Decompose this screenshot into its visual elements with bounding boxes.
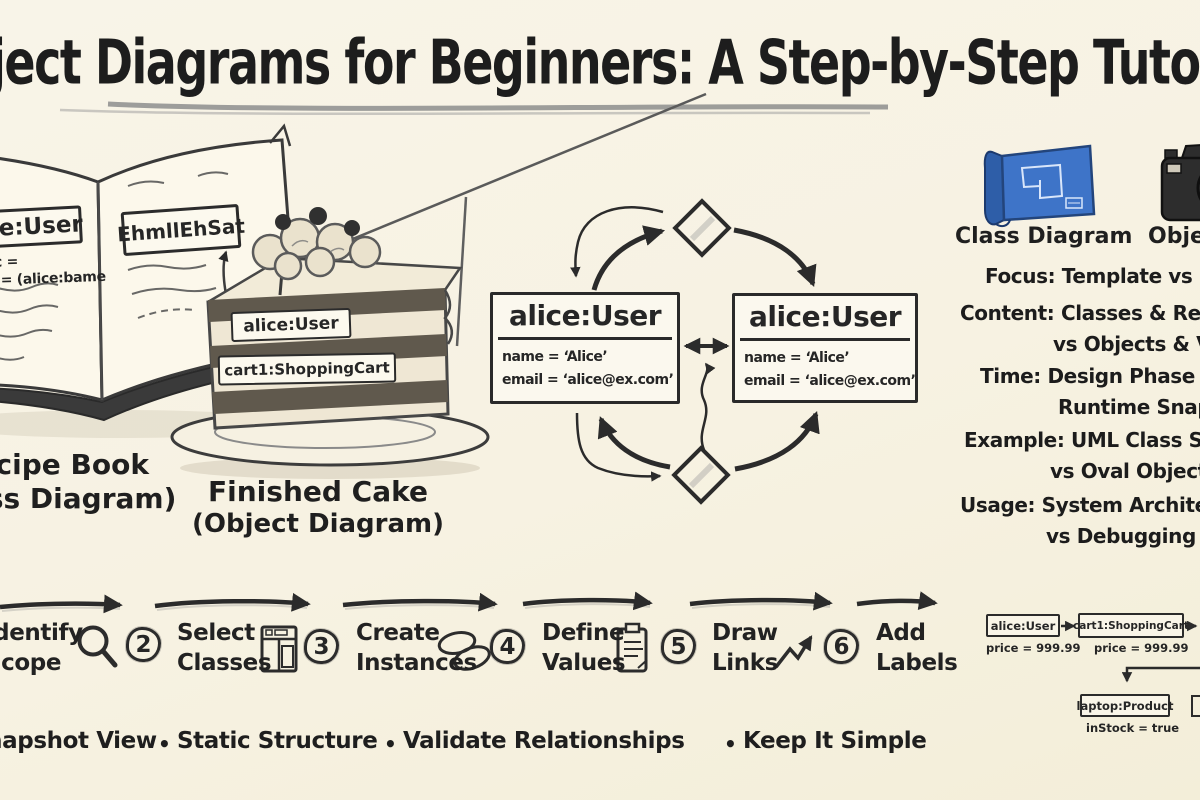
object-box-left-attr-email: email = ‘alice@ex.com’	[502, 372, 674, 388]
step3-number-badge: 3	[304, 629, 339, 664]
zigzag-arrow-icon	[774, 635, 813, 669]
window-icon	[260, 625, 298, 673]
mini-diagram-connectors	[1061, 620, 1200, 717]
blueprint-icon	[983, 144, 1096, 228]
step3-label-line1: Create	[356, 620, 440, 646]
comparison-example-line1: Example: UML Class Sy	[964, 428, 1200, 452]
step5-label-line1: Draw	[712, 620, 778, 646]
object-box-right-attr-email: email = ‘alice@ex.com’	[744, 373, 916, 389]
cake-caption-line2: (Object Diagram)	[191, 509, 445, 539]
bottom-diamond	[671, 445, 731, 505]
footer-item-keep-it-simple: Keep It Simple	[743, 728, 927, 754]
mini-box-laptop-product: laptop:Product	[1077, 694, 1173, 717]
footer-bullet-1: •	[158, 732, 171, 756]
footer-item-validate-relationships: Validate Relationships	[403, 728, 685, 754]
step6-label-line1: Add	[876, 620, 926, 646]
book-caption-line1: Recipe Book	[0, 448, 149, 481]
object-box-left: alice:User name = ‘Alice’ email = ‘alice…	[490, 292, 680, 404]
class-diagram-icon-label: Class Diagram	[955, 224, 1133, 249]
top-diamond	[672, 198, 732, 258]
mini-attr-instock: inStock = true	[1086, 721, 1180, 735]
comparison-content-line2: vs Objects & V	[1053, 332, 1200, 356]
cake-label-alice-user: alice:User	[230, 307, 352, 343]
clipboard-icon	[616, 622, 648, 673]
step1-label-line1: Identify	[0, 620, 83, 646]
comparison-time-line1: Time: Design Phase vs	[980, 364, 1200, 388]
object-box-right-title: alice:User	[748, 300, 902, 333]
comparison-usage-line2: vs Debugging & T	[1046, 524, 1200, 548]
ovals-icon	[437, 631, 491, 671]
step5-label-line2: Links	[712, 650, 778, 676]
step4-number-badge: 4	[490, 629, 525, 664]
object-box-left-divider	[498, 337, 672, 340]
camera-icon	[1160, 144, 1200, 222]
step4-label-line2: Values	[542, 650, 626, 676]
object-diagram-connectors	[570, 198, 820, 505]
comparison-usage-line1: Usage: System Archite	[960, 493, 1200, 517]
object-diagram-icon-label: Object	[1148, 224, 1200, 249]
title-underline	[59, 101, 889, 116]
step2-number-badge: 2	[126, 627, 161, 662]
cake-caption-line1: Finished Cake	[208, 475, 428, 508]
mini-box-cart-shoppingcart: cart1:ShoppingCart	[1073, 613, 1189, 638]
object-box-right-attr-name: name = ‘Alice’	[744, 350, 850, 366]
comparison-content-line1: Content: Classes & Rela	[960, 301, 1200, 325]
step-arrows	[0, 591, 938, 614]
object-box-left-attr-name: name = ‘Alice’	[502, 349, 608, 365]
footer-bullet-2: •	[384, 732, 397, 756]
mini-attr-price2: price = 999.99	[1094, 641, 1189, 655]
book-right-page-label: EhmllEhSat	[116, 203, 246, 257]
object-box-right: alice:User name = ‘Alice’ email = ‘alice…	[732, 293, 918, 403]
footer-item-static-structure: Static Structure	[177, 728, 378, 754]
book-left-page-notes: mc = er = (alice:bame	[0, 250, 106, 290]
object-box-right-divider	[740, 338, 910, 341]
step3-label-line2: Instances	[356, 650, 477, 676]
page-title: Object Diagrams for Beginners: A Step-by…	[0, 26, 1200, 99]
step6-number-badge: 6	[824, 629, 859, 664]
step5-number-badge: 5	[661, 629, 696, 664]
mini-attr-price1: price = 999.99	[986, 641, 1081, 655]
step2-label-line2: Classes	[177, 650, 272, 676]
cake-label-cart-shoppingcart: cart1:ShoppingCart	[217, 352, 397, 386]
object-box-left-title: alice:User	[508, 299, 662, 332]
book-left-page-label: ice:User	[0, 205, 83, 249]
book-caption-line2: (Class Diagram)	[0, 482, 177, 515]
step4-label-line1: Define	[542, 620, 625, 646]
comparison-time-line2: Runtime Snaps	[1058, 395, 1200, 419]
mini-box-alice-user: alice:User	[986, 614, 1060, 637]
comparison-example-line2: vs Oval Object S	[1050, 459, 1200, 483]
magnifier-icon	[77, 625, 118, 668]
comparison-focus-line: Focus: Template vs Ins	[985, 264, 1200, 288]
step2-label-line1: Select	[177, 620, 255, 646]
step1-label-line2: Scope	[0, 650, 62, 676]
step6-label-line2: Labels	[876, 650, 958, 676]
footer-bullet-3: •	[724, 732, 737, 756]
cut-off-box	[1191, 695, 1200, 717]
footer-item-snapshot-view: Snapshot View	[0, 728, 157, 754]
